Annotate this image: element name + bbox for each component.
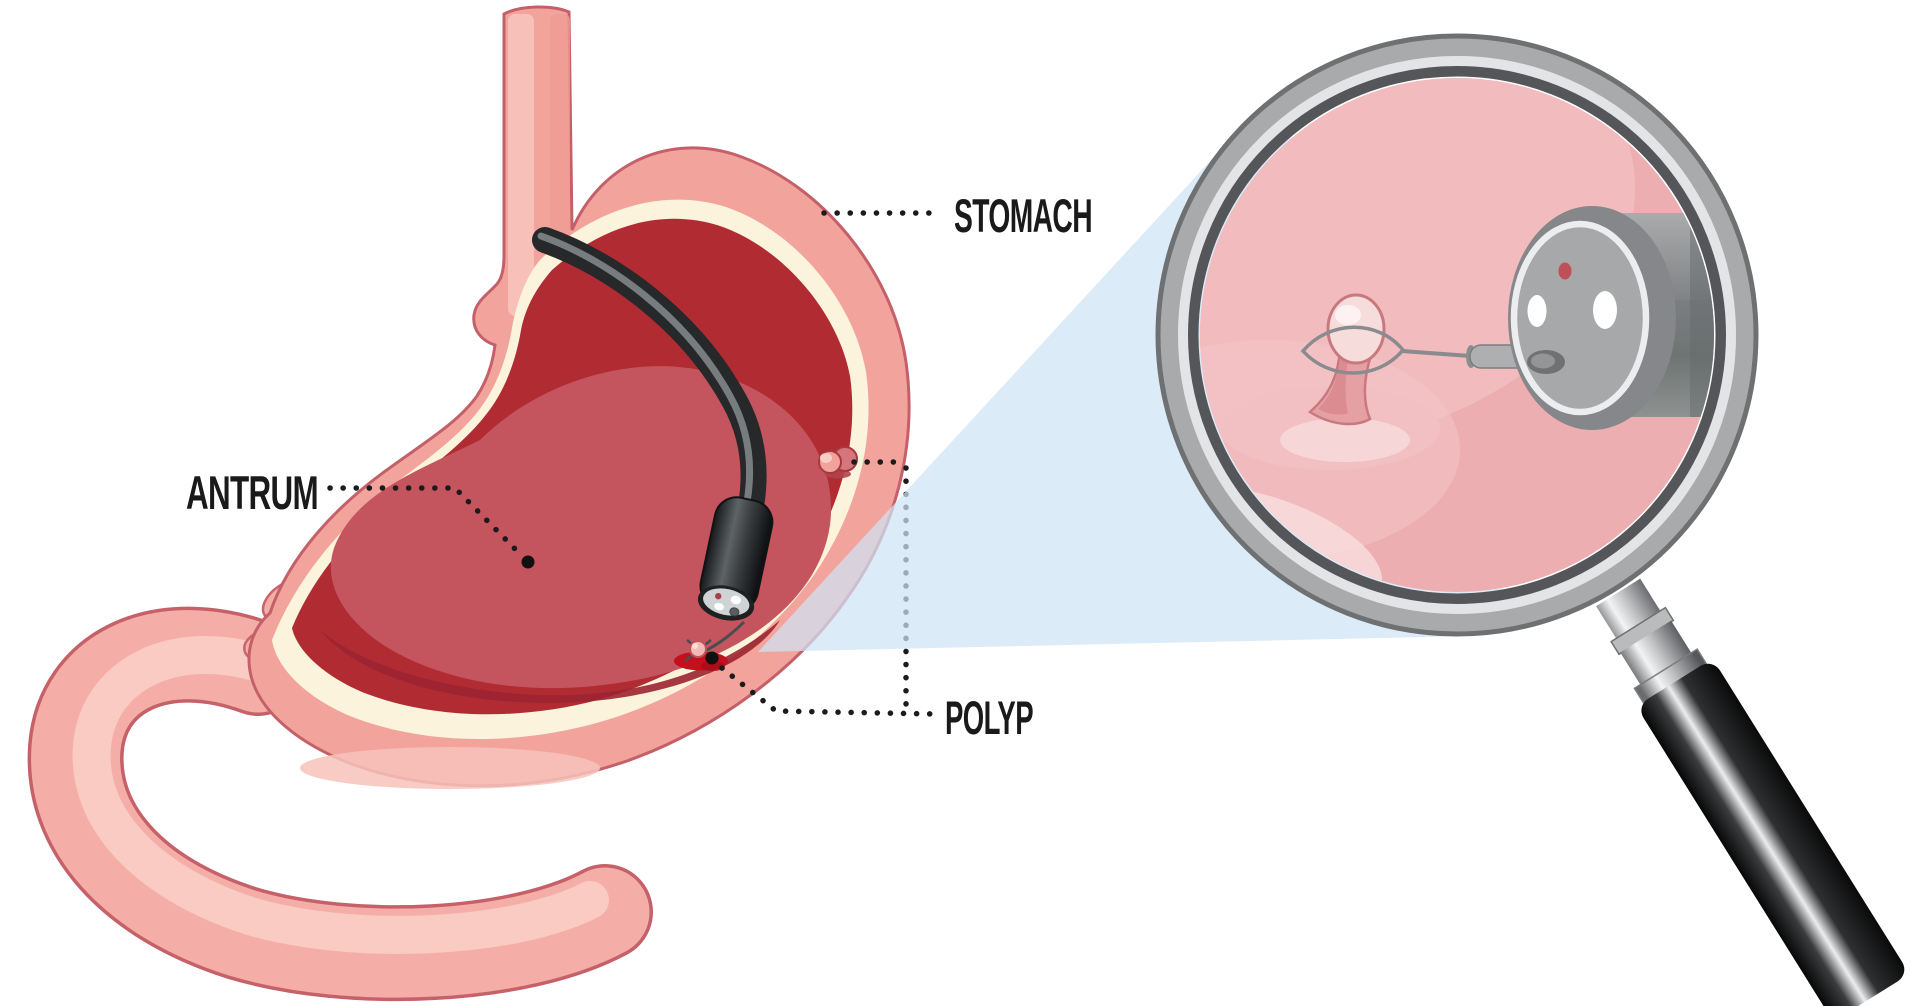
lens-endoscope-light	[1527, 295, 1547, 327]
stomach-illustration	[27, 5, 911, 1002]
lens-sheen	[1200, 78, 1636, 447]
lens-polyp-stalk-shadow	[1318, 350, 1350, 415]
stomach-interior-bottom-shadow	[320, 620, 780, 703]
label-antrum: ANTRUM	[186, 466, 535, 569]
handle-grip	[1641, 663, 1905, 1006]
endoscope-cable-highlight	[537, 232, 754, 506]
lens-polyp-highlight	[1335, 305, 1361, 325]
endoscope-light-red	[715, 592, 722, 600]
snared-polyp-highlight	[692, 643, 698, 649]
duodenum-highlight	[72, 636, 609, 954]
handle-collar	[1596, 578, 1662, 641]
label-stomach: STOMACH	[821, 189, 1093, 242]
antrum-label: ANTRUM	[186, 466, 318, 519]
polyp-label: POLYP	[945, 691, 1033, 744]
polyp-pointer-dot	[705, 651, 719, 665]
snared-polyp	[689, 640, 707, 658]
lens-endoscope-light-red	[1558, 262, 1572, 280]
endoscope-tip	[697, 496, 774, 621]
endoscope-channel	[729, 607, 740, 617]
antrum-leader-dots	[327, 485, 526, 560]
duodenum	[27, 606, 653, 1002]
stomach-label: STOMACH	[954, 189, 1092, 242]
snare-wire	[706, 620, 746, 652]
stomach-wall-highlight	[300, 747, 600, 789]
lens-endoscope	[1508, 206, 1714, 430]
lens-endoscope-channel-inner	[1531, 353, 1555, 369]
lens-endoscope-light	[1593, 291, 1617, 329]
lens-snare-wire	[1401, 349, 1471, 358]
endoscope-light	[714, 602, 725, 611]
lens-mucosa-mound-highlight	[1280, 418, 1410, 462]
cut-splash-dark	[701, 661, 725, 671]
esophagus-shadow	[550, 14, 570, 252]
handle-collar	[1620, 620, 1692, 686]
wall-polyp	[818, 446, 858, 479]
magnifier-rim	[1155, 33, 1759, 637]
magnifying-glass	[1155, 33, 1905, 1006]
magnifier-handle	[1596, 578, 1905, 1006]
esophagus-highlight	[508, 14, 534, 316]
endoscope-light	[730, 595, 742, 605]
antrum-pointer-dot	[521, 555, 535, 569]
magnifier-lens	[1200, 78, 1714, 592]
